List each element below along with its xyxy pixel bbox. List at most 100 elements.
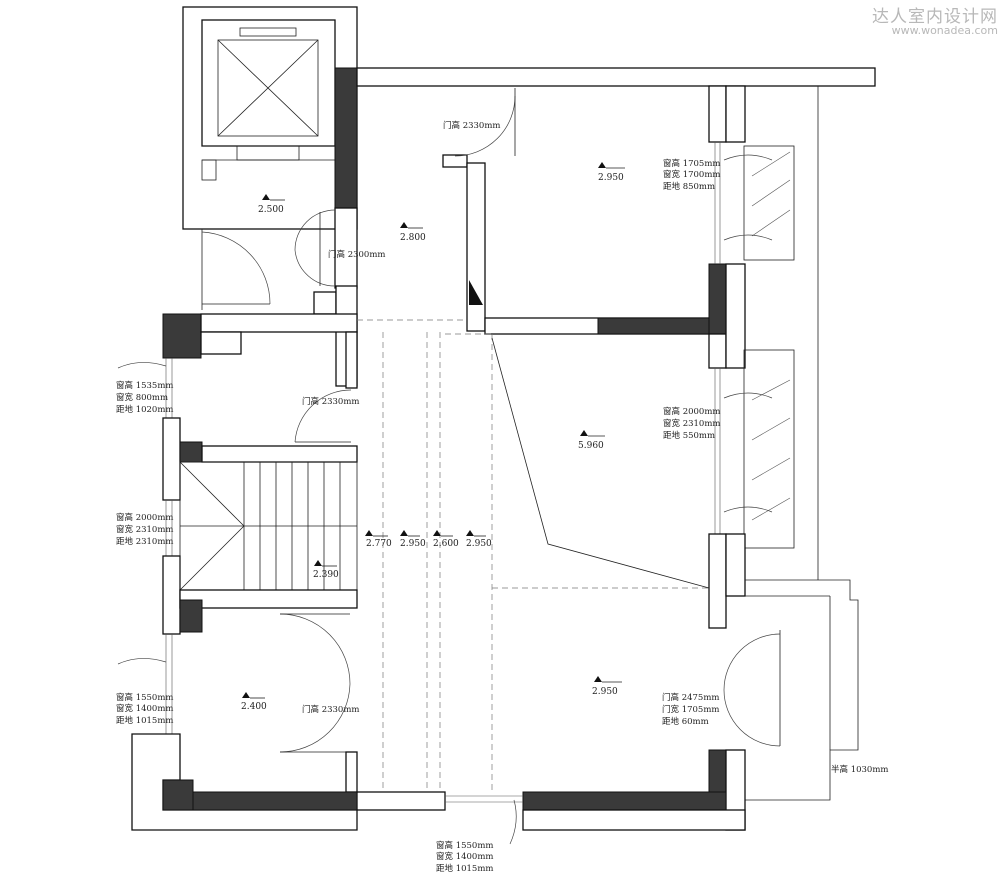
door-swing-bay-1 bbox=[723, 633, 781, 691]
bedroom-top-bottom-col bbox=[597, 317, 710, 335]
svg-text:距地 60mm: 距地 60mm bbox=[662, 716, 709, 727]
svg-text:2.770: 2.770 bbox=[366, 539, 392, 549]
level-marker-2800: 2.800 bbox=[400, 222, 426, 243]
window-annotation-left-2: 窗高 2000mm 窗宽 2310mm 距地 2310mm bbox=[116, 512, 173, 547]
svg-text:窗宽 800mm: 窗宽 800mm bbox=[116, 392, 168, 403]
balcony-planter-top bbox=[743, 145, 795, 261]
door-swing-3a bbox=[294, 209, 336, 251]
stair-bottom-wall bbox=[179, 589, 358, 609]
svg-text:门宽 1705mm: 门宽 1705mm bbox=[662, 704, 719, 715]
svg-text:2.950: 2.950 bbox=[466, 539, 492, 549]
wall-bedroom-bl-right bbox=[345, 751, 358, 793]
column-stair-top bbox=[179, 441, 203, 463]
balcony-planter-mid bbox=[743, 349, 795, 549]
svg-text:2.950: 2.950 bbox=[592, 687, 618, 697]
stair-top-wall bbox=[201, 445, 358, 463]
left-wall-stub bbox=[313, 291, 337, 315]
half-wall-height: 半高 1030mm bbox=[831, 764, 888, 775]
bay-balcony-outline bbox=[745, 579, 859, 801]
door-swing-5a bbox=[279, 613, 351, 685]
pier-left-3 bbox=[162, 555, 181, 635]
top-outer-wall bbox=[356, 67, 876, 87]
level-marker-2600: 2.600 bbox=[433, 530, 459, 549]
bottom-wall-center bbox=[356, 791, 446, 811]
svg-text:2.800: 2.800 bbox=[400, 233, 426, 243]
top-right-pier bbox=[708, 85, 727, 143]
elevator-panel bbox=[239, 27, 297, 37]
watermark-url: www.wonadea.com bbox=[891, 24, 998, 37]
svg-text:2.950: 2.950 bbox=[400, 539, 426, 549]
svg-text:距地 2310mm: 距地 2310mm bbox=[116, 536, 173, 547]
column-right-mid bbox=[708, 263, 727, 335]
bottom-outer-right bbox=[522, 809, 746, 831]
level-marker-2400: 2.400 bbox=[241, 692, 267, 712]
level-marker-2950-top: 2.950 bbox=[598, 162, 625, 183]
bottom-wall-left bbox=[192, 791, 358, 811]
svg-text:2.600: 2.600 bbox=[433, 539, 459, 549]
svg-text:窗宽 2310mm: 窗宽 2310mm bbox=[116, 524, 173, 535]
elevator-door-frame bbox=[236, 145, 300, 161]
svg-text:距地 550mm: 距地 550mm bbox=[663, 430, 715, 441]
door-annotation-bay: 门高 2475mm 门宽 1705mm 距地 60mm bbox=[662, 692, 719, 727]
living-sightline bbox=[491, 337, 710, 589]
svg-text:窗宽 1400mm: 窗宽 1400mm bbox=[116, 703, 173, 714]
door-swing-3b bbox=[294, 249, 336, 287]
elevator-inner bbox=[217, 39, 319, 137]
pier-right-low-2 bbox=[725, 533, 746, 597]
pier-left-2 bbox=[162, 417, 181, 501]
svg-text:窗高 1705mm: 窗高 1705mm bbox=[663, 158, 720, 169]
top-right-pier-2 bbox=[725, 85, 746, 143]
svg-text:门高 2475mm: 门高 2475mm bbox=[662, 692, 719, 703]
level-marker-2950-br: 2.950 bbox=[592, 676, 622, 697]
level-marker-5960: 5.960 bbox=[578, 430, 605, 451]
elevator-cross-2 bbox=[217, 39, 319, 137]
window-annotation-right-top: 窗高 1705mm 窗宽 1700mm 距地 850mm bbox=[663, 158, 720, 192]
svg-text:2.500: 2.500 bbox=[258, 205, 284, 215]
door-swing-bay-2 bbox=[723, 689, 781, 747]
entry-partition bbox=[466, 162, 486, 332]
svg-text:距地 1020mm: 距地 1020mm bbox=[116, 404, 173, 415]
door-height-1: 门高 2330mm bbox=[443, 120, 500, 131]
svg-text:2.950: 2.950 bbox=[598, 173, 624, 183]
door-height-3: 门高 2330mm bbox=[302, 396, 359, 407]
svg-text:窗宽 2310mm: 窗宽 2310mm bbox=[663, 418, 720, 429]
column-left-1 bbox=[162, 313, 202, 359]
window-annotation-bottom: 窗高 1550mm 窗宽 1400mm 距地 1015mm bbox=[436, 840, 493, 874]
svg-text:窗高 2000mm: 窗高 2000mm bbox=[663, 406, 720, 417]
door-height-4: 门高 2330mm bbox=[302, 704, 359, 715]
entry-wall-stub bbox=[442, 154, 468, 168]
svg-text:窗高 1550mm: 窗高 1550mm bbox=[116, 692, 173, 703]
level-marker-2500: 2.500 bbox=[258, 194, 285, 215]
window-swing-l1 bbox=[117, 362, 167, 369]
window-swing-rt2 bbox=[723, 234, 773, 241]
svg-text:窗宽 1700mm: 窗宽 1700mm bbox=[663, 169, 720, 180]
watermark-title: 达人室内设计网 bbox=[872, 7, 998, 27]
door-height-2: 门高 2300mm bbox=[328, 249, 385, 260]
svg-text:距地 1015mm: 距地 1015mm bbox=[436, 863, 493, 874]
door-swing-2 bbox=[201, 231, 271, 305]
pier-right-mid bbox=[708, 333, 727, 369]
svg-text:窗宽 1400mm: 窗宽 1400mm bbox=[436, 851, 493, 862]
level-marker-2950-c1: 2.950 bbox=[400, 530, 426, 549]
wall-bedroom-top-left bbox=[200, 313, 358, 333]
svg-text:窗高 2000mm: 窗高 2000mm bbox=[116, 512, 173, 523]
elevator-jamb-l bbox=[201, 159, 217, 181]
door-swing-4 bbox=[294, 389, 352, 443]
level-marker-2950-c2: 2.950 bbox=[466, 530, 492, 549]
level-marker-2770: 2.770 bbox=[365, 530, 392, 549]
pier-right-mid-2 bbox=[725, 263, 746, 369]
svg-text:窗高 1535mm: 窗高 1535mm bbox=[116, 380, 173, 391]
wall-nook bbox=[200, 331, 242, 355]
svg-text:窗高 1550mm: 窗高 1550mm bbox=[436, 840, 493, 851]
column-bottom-left bbox=[162, 779, 194, 811]
window-annotation-left-3: 窗高 1550mm 窗宽 1400mm 距地 1015mm bbox=[116, 692, 173, 726]
window-annotation-left-1: 窗高 1535mm 窗宽 800mm 距地 1020mm bbox=[116, 380, 173, 415]
wall-bedroom-right bbox=[345, 331, 358, 389]
bottom-wall-right bbox=[522, 791, 727, 811]
column-triangle bbox=[469, 280, 483, 305]
column-top-center bbox=[334, 67, 358, 209]
door-swing-5b bbox=[279, 683, 351, 753]
bottom-window-swing bbox=[509, 799, 517, 845]
stair-treads bbox=[179, 461, 357, 591]
